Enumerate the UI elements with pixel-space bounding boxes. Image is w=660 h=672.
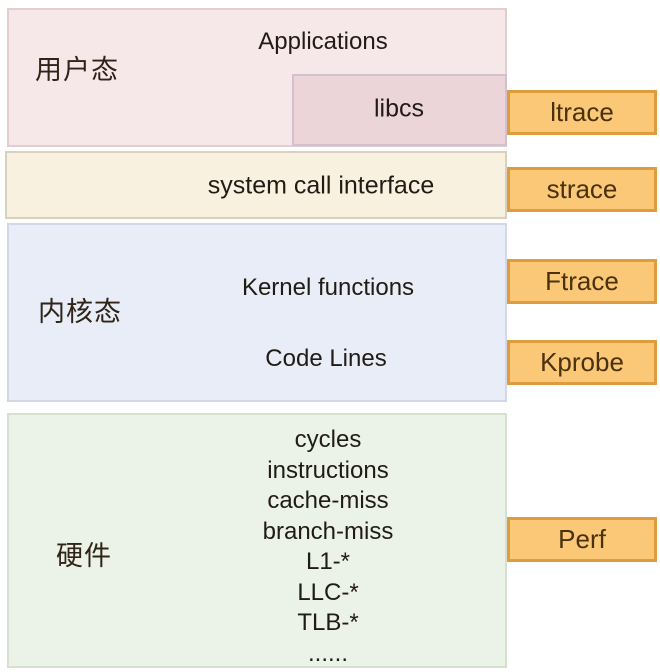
layer-syscall-interface	[5, 151, 507, 219]
hardware-event-line: TLB-*	[297, 609, 359, 636]
layer-hardware	[7, 413, 507, 668]
user-mode-label: 用户态	[35, 55, 119, 86]
layer-libcs-box	[292, 74, 507, 146]
tool-badge-perf: Perf	[507, 517, 657, 562]
kernel-mode-label: 内核态	[38, 297, 122, 328]
hardware-event-line: instructions	[267, 456, 389, 484]
hardware-event-line: LLC-*	[297, 578, 359, 606]
libcs-label: libcs	[373, 94, 425, 123]
hardware-event-line: cycles	[294, 426, 362, 453]
hardware-event-line: cache-miss	[267, 487, 389, 514]
tool-badge-strace: strace	[507, 167, 657, 212]
hardware-event-line: ......	[307, 639, 349, 667]
syscall-interface-label: system call interface	[207, 171, 435, 200]
kernel-functions-label: Kernel functions	[241, 273, 415, 301]
layer-kernel-mode	[7, 223, 507, 402]
tool-badge-kprobe: Kprobe	[507, 340, 657, 385]
code-lines-label: Code Lines	[265, 344, 387, 372]
hardware-event-line: L1-*	[305, 548, 351, 575]
applications-label: Applications	[258, 27, 388, 55]
tool-badge-ltrace: ltrace	[507, 90, 657, 135]
hardware-event-line: branch-miss	[262, 517, 394, 545]
tool-badge-ftrace: Ftrace	[507, 259, 657, 304]
hardware-label: 硬件	[56, 541, 112, 572]
hardware-events-list: cycles instructions cache-miss branch-mi…	[263, 425, 394, 669]
